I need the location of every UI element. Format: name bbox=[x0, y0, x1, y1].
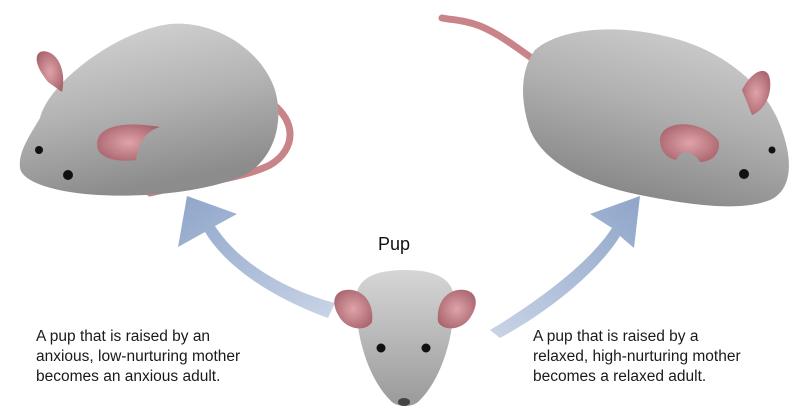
eye bbox=[63, 170, 73, 180]
caption-line: becomes an anxious adult. bbox=[36, 367, 240, 387]
eye bbox=[35, 146, 43, 154]
tail bbox=[442, 18, 540, 64]
pup-mouse bbox=[334, 270, 476, 406]
relaxed-adult-mouse bbox=[442, 18, 789, 206]
right-arrow bbox=[490, 196, 640, 338]
eye bbox=[739, 169, 749, 179]
caption-line: A pup that is raised by an bbox=[36, 327, 240, 347]
mouse-body bbox=[20, 24, 279, 196]
eye bbox=[422, 344, 431, 353]
caption-line: becomes a relaxed adult. bbox=[533, 367, 741, 387]
relaxed-caption: A pup that is raised by a relaxed, high-… bbox=[533, 327, 741, 387]
far-ear bbox=[37, 51, 64, 92]
caption-line: A pup that is raised by a bbox=[533, 327, 741, 347]
pup-body bbox=[356, 270, 454, 406]
anxious-adult-mouse bbox=[20, 24, 290, 196]
left-arrow bbox=[178, 196, 335, 318]
pup-label: Pup bbox=[378, 234, 410, 255]
caption-line: anxious, low-nurturing mother bbox=[36, 347, 240, 367]
mouse-body bbox=[523, 29, 789, 206]
anxious-caption: A pup that is raised by an anxious, low-… bbox=[36, 327, 240, 387]
nose bbox=[398, 398, 410, 406]
caption-line: relaxed, high-nurturing mother bbox=[533, 347, 741, 367]
eye bbox=[377, 344, 386, 353]
eye bbox=[769, 147, 776, 154]
